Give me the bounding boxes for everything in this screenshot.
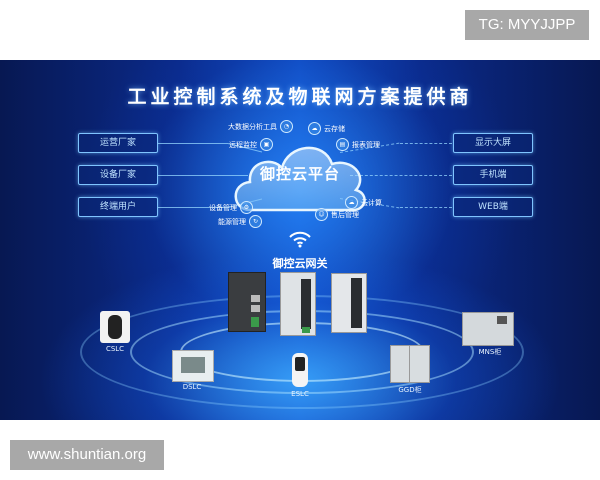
device-ggd-cabinet	[390, 345, 430, 383]
gateway-device-white-1	[280, 272, 316, 336]
left-box-operator: 运营厂家	[78, 133, 158, 153]
connector-line	[158, 143, 228, 144]
feature-remote-monitor: 远程监控 ▣	[229, 138, 273, 151]
feature-device-mgmt: 设备管理 ⚙	[209, 201, 253, 214]
watermark-bottom-left: www.shuntian.org	[10, 440, 164, 470]
right-box-display-wall: 显示大屏	[453, 133, 533, 153]
gear-icon: ⚙	[240, 201, 253, 214]
connector-line	[400, 143, 452, 144]
cloud-storage-icon: ☁	[308, 122, 321, 135]
device-label-ggd: GGD柜	[398, 386, 422, 394]
device-label-cslc: CSLC	[105, 345, 125, 353]
service-icon: ☺	[315, 208, 328, 221]
feature-cloud-storage: ☁ 云存储	[308, 122, 345, 135]
diagram-banner: 工业控制系统及物联网方案提供商 运营厂家 设备厂家 终端用户 显示大屏 手机端 …	[0, 60, 600, 420]
device-cslc	[100, 311, 130, 343]
connector-line	[350, 175, 452, 176]
watermark-top-right: TG: MYYJJPP	[465, 10, 589, 40]
feature-after-sales: ☺ 售后管理	[315, 208, 359, 221]
gateway-device-dark	[228, 272, 266, 332]
left-box-end-user: 终端用户	[78, 197, 158, 217]
cloud-platform-label: 御控云平台	[259, 165, 340, 183]
wifi-icon	[289, 231, 311, 248]
feature-cloud-compute: ☁ 云计算	[345, 196, 382, 209]
connector-line	[158, 207, 228, 208]
feature-energy: 能源管理 ↻	[218, 215, 262, 228]
gateway-label: 御控云网关	[272, 257, 328, 270]
device-label-dslc: DSLC	[182, 383, 202, 391]
feature-big-data: 大数据分析工具 ◔	[228, 120, 293, 133]
feature-report: ▤ 报表管理	[336, 138, 380, 151]
energy-icon: ↻	[249, 215, 262, 228]
right-box-mobile: 手机端	[453, 165, 533, 185]
connector-line	[400, 207, 452, 208]
diagram-title: 工业控制系统及物联网方案提供商	[127, 86, 473, 108]
connector-line	[158, 175, 248, 176]
device-label-eslc: ESLC	[291, 390, 309, 398]
report-icon: ▤	[336, 138, 349, 151]
chart-icon: ◔	[280, 120, 293, 133]
gateway-device-white-2	[331, 273, 367, 333]
monitor-icon: ▣	[260, 138, 273, 151]
cloud-compute-icon: ☁	[345, 196, 358, 209]
cloud-platform-icon	[234, 146, 366, 212]
right-box-web: WEB端	[453, 197, 533, 217]
left-box-equipment-maker: 设备厂家	[78, 165, 158, 185]
device-dslc	[172, 350, 214, 382]
device-eslc	[292, 353, 308, 387]
device-mns-cabinet	[462, 312, 514, 346]
device-label-mns: MNS柜	[478, 348, 502, 356]
